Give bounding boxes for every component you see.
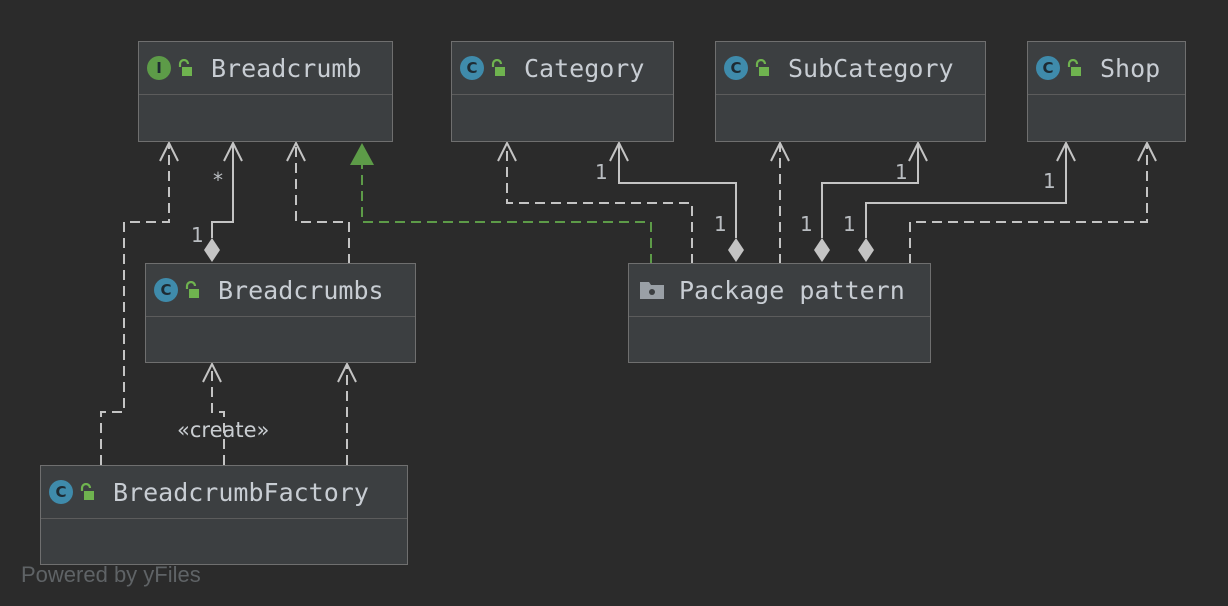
node-header: C SubCategory <box>716 42 985 95</box>
node-title: Breadcrumb <box>211 53 362 83</box>
multiplicity-label: 1 <box>595 160 608 184</box>
edge-breadcrumbs-to-breadcrumb <box>295 143 350 264</box>
edge-package-composes-subcategory <box>821 143 919 238</box>
multiplicity-label: 1 <box>714 212 727 236</box>
multiplicity-label: * <box>213 168 223 192</box>
edge-package-composes-category <box>618 143 737 238</box>
composition-diamond <box>204 238 220 262</box>
node-title: SubCategory <box>788 53 954 83</box>
node-header: I Breadcrumb <box>139 42 392 95</box>
class-badge-icon: C <box>1036 56 1060 80</box>
node-header: C Category <box>452 42 673 95</box>
edge-package-realizes-breadcrumb <box>361 164 652 264</box>
breadcrumbs-class-node[interactable]: C Breadcrumbs <box>145 263 416 363</box>
node-title: Category <box>524 53 645 83</box>
class-badge-icon: C <box>49 480 73 504</box>
breadcrumb-interface-node[interactable]: I Breadcrumb <box>138 41 393 142</box>
node-header: C Shop <box>1028 42 1185 95</box>
node-title: BreadcrumbFactory <box>113 477 369 507</box>
class-badge-icon: C <box>724 56 748 80</box>
class-badge-icon: C <box>154 278 178 302</box>
edge-breadcrumbs-composes-breadcrumb <box>211 143 234 238</box>
edge-package-composes-shop <box>865 143 1067 238</box>
breadcrumb-factory-class-node[interactable]: C BreadcrumbFactory <box>40 465 408 565</box>
unlock-icon <box>491 59 505 76</box>
unlock-icon <box>178 59 192 76</box>
class-badge-icon: C <box>460 56 484 80</box>
realization-arrowhead <box>350 143 374 165</box>
edge-factory-create-breadcrumbs <box>211 364 225 465</box>
multiplicity-label: 1 <box>191 223 204 247</box>
node-header: Package pattern <box>629 264 930 317</box>
create-stereotype-label: «create» <box>177 418 270 442</box>
composition-diamond <box>814 238 830 262</box>
edge-package-to-category <box>506 143 693 264</box>
category-class-node[interactable]: C Category <box>451 41 674 142</box>
unlock-icon <box>185 281 199 298</box>
node-title: Breadcrumbs <box>218 275 384 305</box>
interface-badge-icon: I <box>147 56 171 80</box>
multiplicity-label: 1 <box>843 212 856 236</box>
unlock-icon <box>755 59 769 76</box>
multiplicity-label: 1 <box>1043 169 1056 193</box>
node-title: Package pattern <box>679 275 905 305</box>
node-header: C BreadcrumbFactory <box>41 466 407 519</box>
composition-diamond <box>858 238 874 262</box>
subcategory-class-node[interactable]: C SubCategory <box>715 41 986 142</box>
package-pattern-node[interactable]: Package pattern <box>628 263 931 363</box>
multiplicity-label: 1 <box>895 160 908 184</box>
unlock-icon <box>1067 59 1081 76</box>
edge-factory-to-breadcrumb <box>100 143 170 465</box>
node-header: C Breadcrumbs <box>146 264 415 317</box>
powered-by-footer: Powered by yFiles <box>21 562 201 587</box>
composition-diamond <box>728 238 744 262</box>
shop-class-node[interactable]: C Shop <box>1027 41 1186 142</box>
node-title: Shop <box>1100 53 1161 83</box>
multiplicity-label: 1 <box>800 212 813 236</box>
folder-icon <box>640 282 664 299</box>
edge-package-to-shop <box>909 143 1148 264</box>
unlock-icon <box>80 483 94 500</box>
